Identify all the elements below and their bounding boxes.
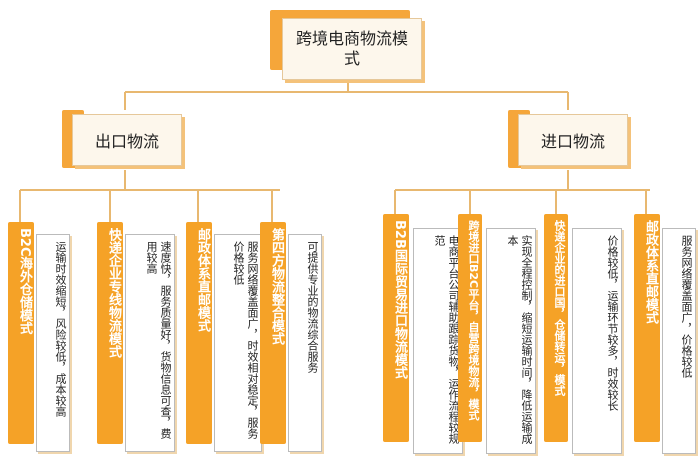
import-item-3-name: 快递企业的进口国，仓储转运，模式 <box>544 214 568 442</box>
import-item-2-name: 跨境进口B2C平台，自营跨境物流，模式 <box>458 214 482 442</box>
import-item-1-desc: 电商平台公司辅助跟踪货物，运作流程较规范 <box>413 228 463 454</box>
export-item-2-desc: 速度快，服务质量好，货物信息可查，费用较高 <box>125 234 175 452</box>
export-item-1-desc: 运输时效缩短，风险较低，成本较高 <box>36 234 70 452</box>
import-header-title: 进口物流 <box>540 132 605 151</box>
export-item-1-name: B2C海外仓储模式 <box>8 222 34 444</box>
export-header: 出口物流 <box>72 114 182 166</box>
export-item-3-name: 邮政体系直邮模式 <box>186 222 212 444</box>
import-item-2-desc: 实现全程控制，缩短运输时间，降低运输成本 <box>486 228 536 454</box>
import-item-4-desc: 服务网络覆盖面广，价格较低 <box>662 228 696 454</box>
import-item-3-desc: 价格较低，运输环节较多，时效较长 <box>572 228 622 454</box>
export-item-4-desc: 可提供专业的物流综合服务 <box>288 234 322 452</box>
export-item-4-name: 第四方物流整合模式 <box>260 222 286 444</box>
import-header: 进口物流 <box>518 114 628 166</box>
export-item-3-desc: 服务网络覆盖面广，时效相对稳定，服务价格较低 <box>214 234 262 452</box>
export-item-2-name: 快递企业专线物流模式 <box>97 222 123 444</box>
import-item-4-name: 邮政体系直邮模式 <box>634 214 660 442</box>
root-node: 跨境电商物流模式 <box>282 18 422 80</box>
export-header-title: 出口物流 <box>94 132 159 151</box>
import-item-1-name: B2B国际贸易进口物流模式 <box>383 214 409 442</box>
root-title: 跨境电商物流模式 <box>295 29 408 68</box>
